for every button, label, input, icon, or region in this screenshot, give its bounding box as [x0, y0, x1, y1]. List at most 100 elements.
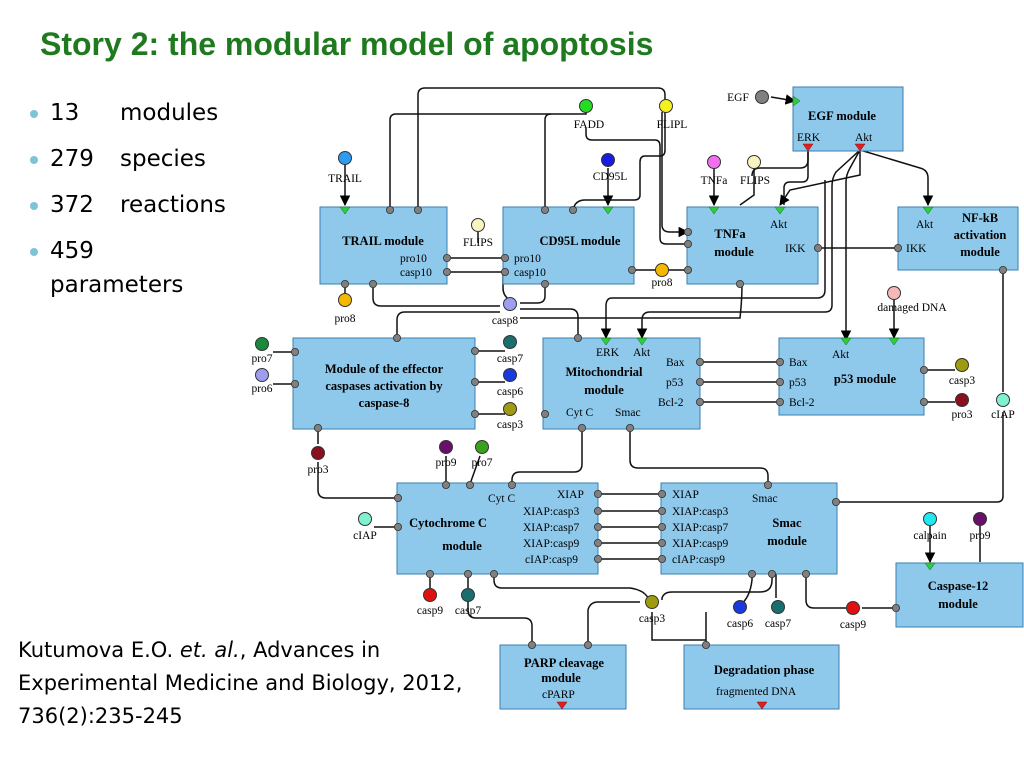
port-label: XIAP — [672, 489, 699, 501]
output-markers — [556, 143, 866, 710]
port-label: cIAP:casp9 — [672, 554, 725, 566]
species-node — [973, 512, 987, 526]
port-label: cIAP:casp9 — [525, 554, 578, 566]
port-label: casp10 — [514, 267, 546, 279]
input-marker-icon — [922, 206, 934, 215]
module-title: Module of the effector — [325, 362, 444, 376]
species-node — [733, 600, 747, 614]
module-title: module — [442, 539, 482, 553]
port-label: XIAP:casp7 — [672, 522, 728, 534]
port-label: casp10 — [400, 267, 432, 279]
port-label: Smac — [752, 493, 778, 505]
species-label: FLIPL — [657, 119, 688, 131]
species-node — [503, 368, 517, 382]
module-box-cytc — [396, 482, 599, 575]
species-node — [923, 512, 937, 526]
species-node — [755, 90, 769, 104]
port-label: Bax — [666, 357, 685, 369]
stat-number: 279 — [50, 146, 94, 172]
species-label: pro7 — [471, 457, 492, 469]
species-label: casp7 — [765, 618, 791, 630]
output-marker-icon — [802, 143, 814, 152]
output-marker-icon — [556, 701, 568, 710]
species-label: casp3 — [949, 375, 975, 387]
species-node — [311, 446, 325, 460]
module-box-egf — [792, 86, 904, 152]
stat-label: modules — [120, 100, 219, 126]
species-node — [955, 393, 969, 407]
module-box-tnfa — [686, 206, 819, 285]
species-node — [338, 293, 352, 307]
module-title: caspase-8 — [359, 396, 410, 410]
module-title: caspases activation by — [325, 379, 443, 393]
citation-etal: et. al. — [179, 638, 240, 662]
port-label: IKK — [785, 243, 806, 255]
species-node — [475, 440, 489, 454]
connection-lines — [273, 87, 1004, 645]
port-label: pro10 — [400, 253, 427, 265]
species-label: FADD — [574, 119, 604, 131]
species-label: calpain — [913, 530, 946, 542]
stat-label: species — [120, 146, 206, 172]
species-node — [358, 512, 372, 526]
port-label: p53 — [789, 377, 807, 389]
species-node — [846, 601, 860, 615]
bullet-icon — [30, 248, 38, 256]
species-label: pro9 — [435, 457, 456, 469]
stat-number: 13 — [50, 100, 80, 126]
species-label: FLIPS — [463, 237, 493, 249]
species-label: casp6 — [727, 618, 753, 630]
module-title: CD95L module — [540, 234, 621, 248]
citation-authors: Kutumova E.O. — [18, 638, 180, 662]
species-node — [503, 297, 517, 311]
species-label: pro7 — [251, 353, 272, 365]
io-markers — [339, 95, 936, 571]
module-title: module — [584, 383, 624, 397]
input-marker-icon — [600, 337, 612, 346]
species-node — [471, 218, 485, 232]
port-label: Akt — [633, 347, 651, 359]
port-label: Cyt C — [488, 493, 515, 505]
species-label: pro3 — [951, 409, 972, 421]
species-label: pro8 — [651, 277, 672, 289]
species-node — [645, 595, 659, 609]
species-label: cIAP — [991, 409, 1015, 421]
module-box-cd95l — [502, 206, 635, 285]
species-node — [579, 99, 593, 113]
module-box-degradation — [683, 644, 840, 710]
module-title: Degradation phase — [714, 663, 815, 677]
module-box-parp — [499, 644, 627, 710]
species-label: casp8 — [492, 315, 518, 327]
port-label: ERK — [797, 132, 821, 144]
species-label: casp9 — [840, 619, 866, 631]
bullet-icon — [30, 202, 38, 210]
species-label: pro8 — [334, 313, 355, 325]
port-label: Akt — [832, 349, 850, 361]
module-title: module — [541, 671, 581, 685]
port-label: Akt — [855, 132, 873, 144]
species-label: TRAIL — [328, 173, 362, 185]
species-node — [996, 393, 1010, 407]
slide-title: Story 2: the modular model of apoptosis — [40, 26, 654, 62]
port-label: XIAP:casp9 — [523, 538, 579, 550]
output-marker-icon — [756, 701, 768, 710]
species-label: casp7 — [455, 605, 481, 617]
input-marker-icon — [708, 206, 720, 215]
module-title: Cytochrome C — [409, 516, 487, 530]
port-label: Bcl-2 — [789, 397, 815, 409]
module-box-nfkb — [897, 206, 1019, 271]
input-marker-icon — [774, 206, 786, 215]
module-title: Caspase-12 — [928, 579, 988, 593]
module-title: PARP cleavage — [524, 656, 604, 670]
species-node — [255, 337, 269, 351]
stat-label: reactions — [120, 192, 226, 218]
bullet-icon — [30, 110, 38, 118]
input-marker-icon — [888, 337, 900, 346]
port-labels: pro10 casp10 pro10 casp10 Akt IKK ERK Ak… — [400, 132, 934, 701]
port-label: Smac — [615, 407, 641, 419]
module-title: activation — [954, 228, 1007, 242]
input-marker-icon — [840, 337, 852, 346]
module-titles: TRAIL module CD95L module TNFa module EG… — [325, 109, 1007, 685]
module-title: TRAIL module — [342, 234, 424, 248]
